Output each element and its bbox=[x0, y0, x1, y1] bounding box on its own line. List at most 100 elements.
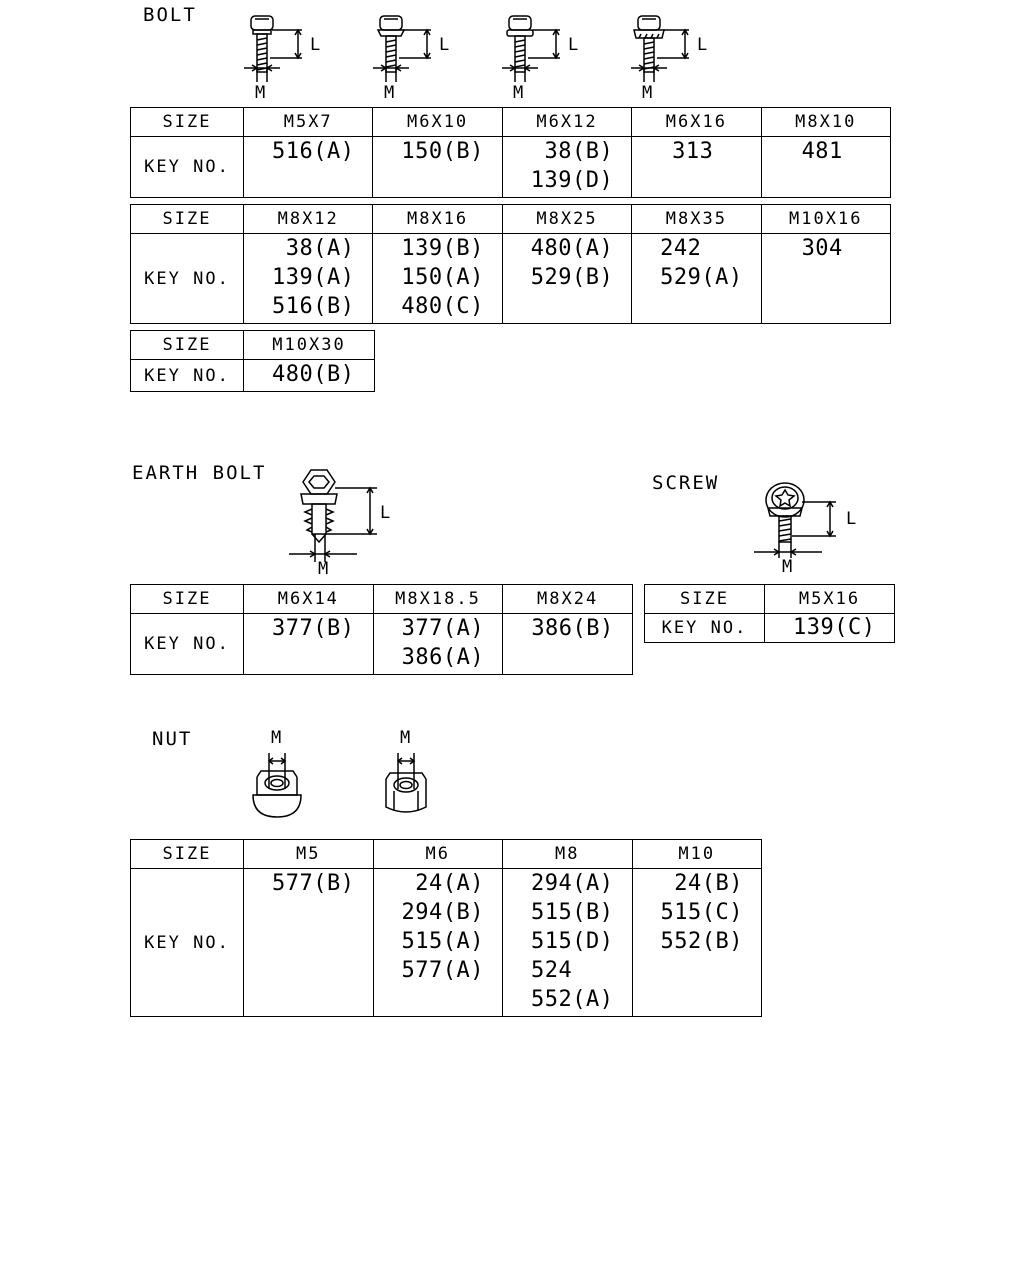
key-number: 577(B) bbox=[272, 869, 373, 898]
key-number: 481 bbox=[802, 137, 890, 166]
key-number-text: 515(B) bbox=[531, 900, 614, 925]
key-number-text: 480(B) bbox=[272, 362, 355, 387]
key-number: 242 bbox=[660, 234, 760, 263]
key-number: 515(D) bbox=[531, 927, 632, 956]
bolt-1-length-label: L bbox=[310, 35, 320, 55]
key-number: 139(D) bbox=[531, 166, 631, 195]
key-number-text: 552(A) bbox=[531, 987, 614, 1012]
key-number-text: 377(B) bbox=[272, 616, 355, 641]
key-number: 150(B) bbox=[401, 137, 501, 166]
size-value: M8X16 bbox=[372, 204, 503, 234]
size-header-label: SIZE bbox=[130, 584, 244, 614]
key-number-row: KEY NO.480(B) bbox=[130, 359, 375, 392]
key-number-text: 139(C) bbox=[793, 615, 876, 640]
size-value: M5 bbox=[243, 839, 374, 869]
key-number-cell: 139(B)150(A)480(C) bbox=[372, 233, 503, 324]
key-number-cell: 38(A)139(A)516(B) bbox=[242, 233, 374, 324]
key-number: 139(C) bbox=[793, 615, 894, 641]
key-number-text: 150(B) bbox=[401, 139, 484, 164]
bolt-3-length-label: L bbox=[568, 35, 578, 55]
key-number: 515(B) bbox=[531, 898, 632, 927]
key-number: 524 bbox=[531, 956, 632, 985]
key-number-row: KEY NO. 139(C) bbox=[644, 613, 895, 643]
screw-length-label: L bbox=[846, 509, 856, 529]
key-number: 24(A) bbox=[402, 869, 503, 898]
key-number-cell: 577(B) bbox=[243, 868, 374, 1017]
screw-section-title: SCREW bbox=[652, 472, 720, 494]
key-number-cell: 377(B) bbox=[243, 613, 374, 675]
bolt-3-diameter-label: M bbox=[513, 83, 523, 103]
key-number-text: 515(A) bbox=[401, 929, 484, 954]
key-number: 313 bbox=[672, 137, 760, 166]
key-number: 38(B) bbox=[531, 137, 631, 166]
size-header-label: SIZE bbox=[130, 839, 244, 869]
size-value: M10 bbox=[631, 839, 762, 869]
size-value: M8X24 bbox=[502, 584, 633, 614]
key-number-row: KEY NO. 516(A) 150(B) 38(B)139(D) 313 481 bbox=[130, 136, 891, 198]
size-value: M8X25 bbox=[501, 204, 633, 234]
size-value: M6X16 bbox=[631, 107, 762, 137]
key-number: 294(B) bbox=[402, 898, 503, 927]
key-number-text: 294(B) bbox=[401, 900, 484, 925]
key-number: 529(A) bbox=[660, 263, 760, 292]
bolt-1-diameter-label: M bbox=[255, 83, 265, 103]
key-number: 38(A) bbox=[272, 234, 372, 263]
key-number-text: 552(B) bbox=[660, 929, 743, 954]
key-number-text: 24(B) bbox=[660, 871, 743, 896]
key-number: 516(B) bbox=[272, 292, 372, 321]
key-number-cell: 24(B)515(C)552(B) bbox=[631, 868, 762, 1017]
key-number-label: KEY NO. bbox=[644, 613, 765, 643]
key-number-text: 577(B) bbox=[272, 871, 355, 896]
key-number-row: KEY NO.577(B) 24(A)294(B)515(A)577(A)294… bbox=[130, 868, 762, 1017]
key-number-text: 529(A) bbox=[660, 265, 743, 290]
key-number-text: 38(A) bbox=[272, 236, 355, 261]
key-number: 480(C) bbox=[401, 292, 501, 321]
key-number: 529(B) bbox=[531, 263, 631, 292]
key-number-cell: 139(C) bbox=[764, 613, 895, 643]
key-number: 386(B) bbox=[531, 614, 632, 643]
key-number-text: 480(A) bbox=[530, 236, 614, 261]
size-value: M8X10 bbox=[760, 107, 891, 137]
key-number-text: 139(D) bbox=[530, 168, 614, 193]
key-number-text: 529(B) bbox=[530, 265, 614, 290]
washer-bolt-drawing-3: L M bbox=[502, 15, 578, 103]
size-value: M10X30 bbox=[243, 330, 375, 360]
earth-bolt-diameter-label: M bbox=[318, 559, 328, 579]
key-number-row: KEY NO. 38(A)139(A)516(B)139(B)150(A)480… bbox=[130, 233, 891, 324]
flange-nut-drawing: M bbox=[252, 728, 302, 818]
key-number: 386(A) bbox=[402, 643, 503, 672]
size-value: M6 bbox=[372, 839, 503, 869]
key-number-cell: 304 bbox=[760, 233, 891, 324]
key-number-text: 577(A) bbox=[401, 958, 484, 983]
key-number-cell: 38(B)139(D) bbox=[501, 136, 633, 198]
key-number-text: 480(C) bbox=[401, 294, 484, 319]
key-number-cell: 313 bbox=[631, 136, 762, 198]
key-number: 377(B) bbox=[272, 614, 373, 643]
hex-nut-diameter-label: M bbox=[400, 728, 410, 748]
key-number-text: 516(A) bbox=[272, 139, 355, 164]
key-number-cell: 480(B) bbox=[243, 359, 375, 392]
earth-bolt-length-label: L bbox=[380, 503, 390, 523]
flange-nut-diameter-label: M bbox=[271, 728, 281, 748]
screw-diameter-label: M bbox=[782, 557, 792, 577]
serrated-flange-bolt-drawing-4: L M bbox=[631, 15, 707, 103]
hex-bolt-drawing-1: L M bbox=[244, 15, 320, 103]
key-number-label: KEY NO. bbox=[130, 136, 244, 198]
key-number-cell: 516(A) bbox=[242, 136, 374, 198]
bolt-drawings: L M L M L M bbox=[244, 15, 707, 103]
bolt-4-length-label: L bbox=[697, 35, 707, 55]
key-number: 480(B) bbox=[272, 360, 374, 389]
flange-bolt-drawing-2: L M bbox=[373, 15, 449, 103]
key-number-text: 139(B) bbox=[401, 236, 484, 261]
hex-nut-drawing: M bbox=[385, 728, 427, 813]
bolt-2-diameter-label: M bbox=[384, 83, 394, 103]
key-number: 480(A) bbox=[531, 234, 631, 263]
key-number: 139(B) bbox=[401, 234, 501, 263]
size-value: M6X12 bbox=[501, 107, 633, 137]
nut-section-title: NUT bbox=[152, 728, 193, 750]
